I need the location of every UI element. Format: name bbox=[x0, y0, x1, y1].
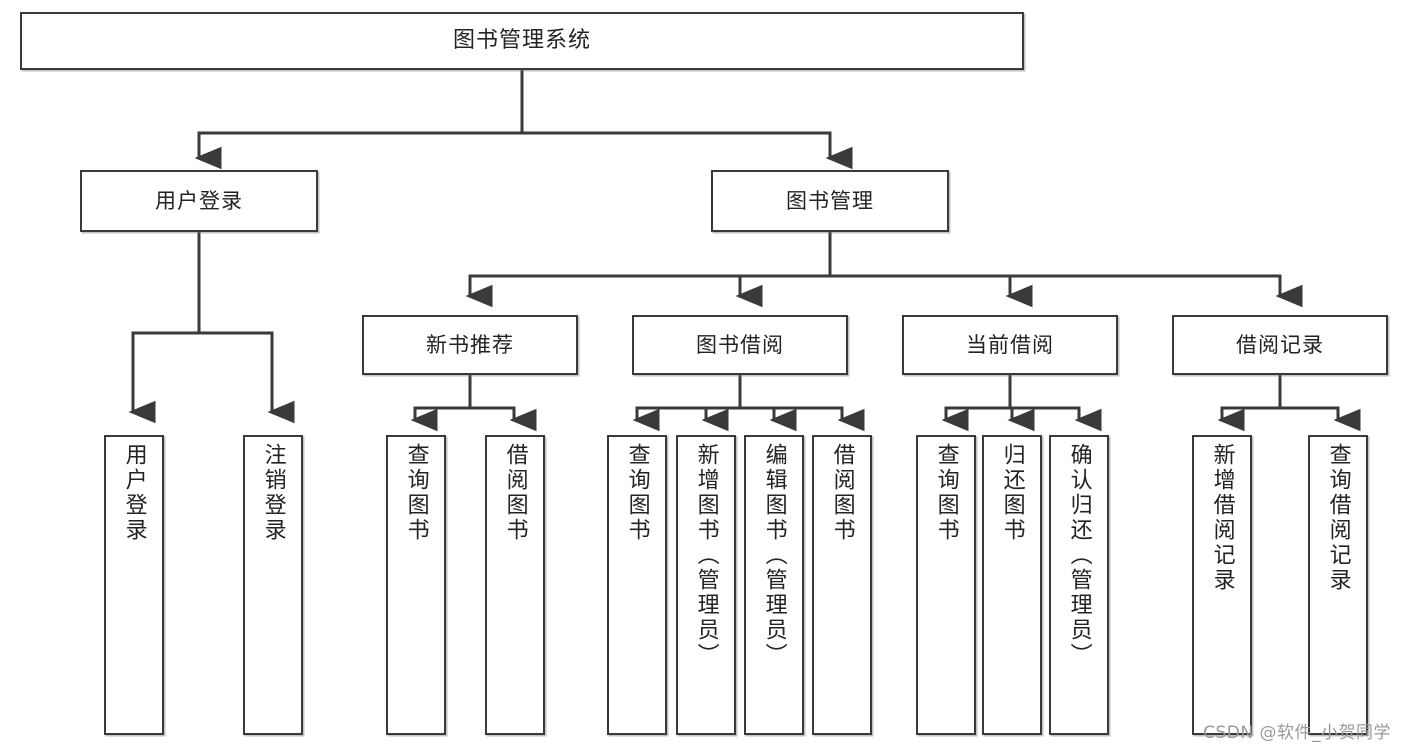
node-label: 当前借阅 bbox=[966, 332, 1054, 357]
node-leaf-add-book[interactable]: 新增图书（管理员） bbox=[676, 435, 736, 735]
node-label: 查询借阅记录 bbox=[1325, 443, 1351, 593]
node-leaf-query-book-1[interactable]: 查询图书 bbox=[386, 435, 446, 735]
node-label: 借阅图书 bbox=[502, 443, 528, 543]
node-book-manage[interactable]: 图书管理 bbox=[711, 170, 949, 232]
node-label: 编辑图书（管理员） bbox=[761, 443, 787, 668]
node-label: 查询图书 bbox=[403, 443, 429, 543]
node-label: 新增图书（管理员） bbox=[693, 443, 719, 668]
node-leaf-edit-book[interactable]: 编辑图书（管理员） bbox=[744, 435, 804, 735]
node-label: 借阅记录 bbox=[1236, 332, 1324, 357]
node-leaf-user-logout[interactable]: 注销登录 bbox=[243, 435, 303, 735]
node-current-borrow[interactable]: 当前借阅 bbox=[902, 315, 1118, 375]
node-book-borrow[interactable]: 图书借阅 bbox=[632, 315, 848, 375]
node-leaf-query-book-2[interactable]: 查询图书 bbox=[607, 435, 667, 735]
node-label: 用户登录 bbox=[155, 188, 243, 213]
node-leaf-borrow-book-2[interactable]: 借阅图书 bbox=[812, 435, 872, 735]
node-label: 归还图书 bbox=[999, 443, 1025, 543]
node-label: 新增借阅记录 bbox=[1209, 443, 1235, 593]
node-label: 用户登录 bbox=[121, 443, 147, 543]
node-new-book-rec[interactable]: 新书推荐 bbox=[362, 315, 578, 375]
node-label: 查询图书 bbox=[624, 443, 650, 543]
node-leaf-user-login[interactable]: 用户登录 bbox=[104, 435, 164, 735]
node-root-system[interactable]: 图书管理系统 bbox=[20, 12, 1024, 70]
node-label: 确认归还（管理员） bbox=[1066, 443, 1092, 668]
node-label: 图书管理 bbox=[786, 188, 874, 213]
node-label: 借阅图书 bbox=[829, 443, 855, 543]
node-leaf-return-book[interactable]: 归还图书 bbox=[982, 435, 1042, 735]
node-user-login[interactable]: 用户登录 bbox=[80, 170, 318, 232]
node-label: 注销登录 bbox=[260, 443, 286, 543]
node-leaf-query-book-3[interactable]: 查询图书 bbox=[916, 435, 976, 735]
csdn-watermark: CSDN @软件_小贺同学 bbox=[1203, 723, 1391, 743]
node-leaf-confirm-return[interactable]: 确认归还（管理员） bbox=[1049, 435, 1109, 735]
node-borrow-record[interactable]: 借阅记录 bbox=[1172, 315, 1388, 375]
node-label: 查询图书 bbox=[933, 443, 959, 543]
node-label: 新书推荐 bbox=[426, 332, 514, 357]
node-label: 图书借阅 bbox=[696, 332, 784, 357]
node-leaf-add-record[interactable]: 新增借阅记录 bbox=[1192, 435, 1252, 735]
node-leaf-query-record[interactable]: 查询借阅记录 bbox=[1308, 435, 1368, 735]
node-label: 图书管理系统 bbox=[452, 28, 591, 54]
node-leaf-borrow-book-1[interactable]: 借阅图书 bbox=[485, 435, 545, 735]
